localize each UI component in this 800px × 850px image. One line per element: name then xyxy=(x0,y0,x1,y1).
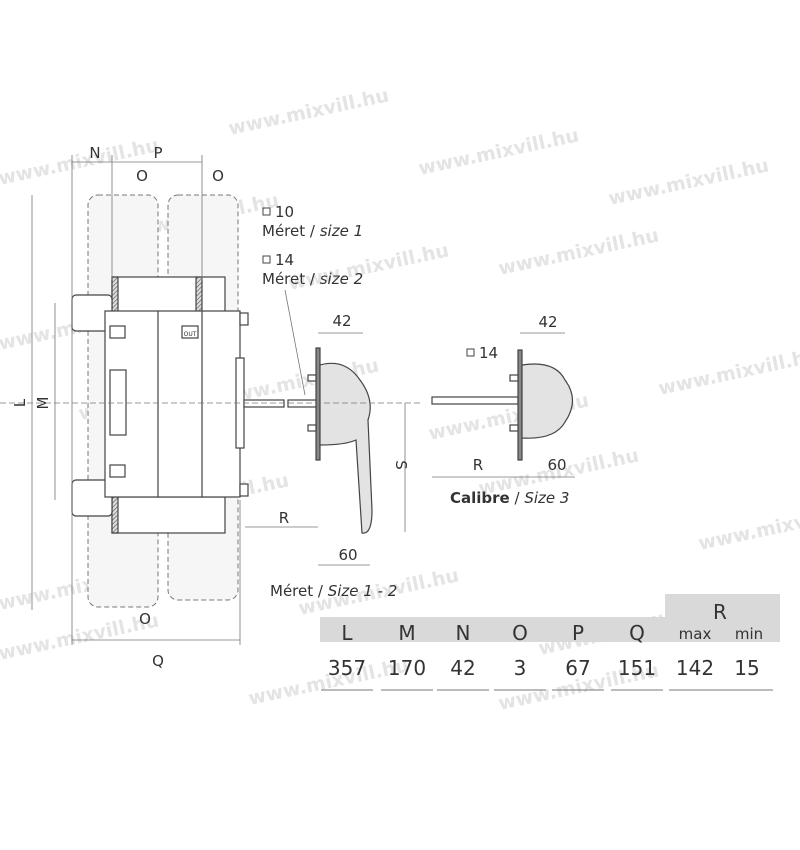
label-s: S xyxy=(392,460,410,470)
table-value: 142 xyxy=(676,656,714,680)
table-value: 357 xyxy=(328,656,366,680)
table-header-r-max: max xyxy=(679,625,712,643)
meret-size-1-2: Méret / Size 1 - 2 xyxy=(270,582,397,600)
table-header: M xyxy=(398,621,415,645)
square-icon xyxy=(466,348,475,357)
label-42-size3: 42 xyxy=(538,313,557,331)
table-value: 15 xyxy=(734,656,759,680)
label-r-size3: R xyxy=(473,456,483,474)
dimension-table: L M N O P Q R max min 357 170 42 3 67 151 142 1… xyxy=(320,594,780,691)
label-o-right: O xyxy=(212,167,224,185)
table-value: 3 xyxy=(514,656,527,680)
label-l: L xyxy=(11,398,29,407)
table-value: 151 xyxy=(618,656,656,680)
knob-size-3 xyxy=(431,349,574,461)
label-p: P xyxy=(153,144,162,162)
calibre-size-3: Calibre / Size 3 xyxy=(450,489,569,507)
label-r: R xyxy=(279,509,289,527)
table-header: O xyxy=(512,621,528,645)
label-o-bottom: O xyxy=(139,610,151,628)
table-header: P xyxy=(572,621,584,645)
table-value: 67 xyxy=(565,656,590,680)
table-header-r: R xyxy=(713,600,727,624)
dimension-lines xyxy=(0,155,575,645)
label-q: Q xyxy=(152,652,164,670)
meret-size-1: Méret / size 1 xyxy=(262,222,363,240)
square-10: 10 xyxy=(275,203,294,221)
square-14-size3: 14 xyxy=(479,344,498,362)
square-icon xyxy=(262,255,271,264)
out-label: OUT xyxy=(184,331,197,338)
watermark: www.mixvill.hu xyxy=(606,154,770,209)
watermark: www.mixvill.hu xyxy=(0,609,161,664)
table-header: N xyxy=(456,621,471,645)
meret-size-2: Méret / size 2 xyxy=(262,270,363,288)
watermark: www.mixvill.hu xyxy=(696,499,800,554)
watermark: www.mixvill.hu xyxy=(656,344,800,399)
label-m: M xyxy=(34,397,52,410)
dimension-labels: N P O O L M O Q R 60 42 S 10 Méret / siz… xyxy=(11,144,569,670)
watermark: www.mixvill.hu xyxy=(416,124,580,179)
table-value: 42 xyxy=(450,656,475,680)
square-icon xyxy=(262,207,271,216)
label-n: N xyxy=(89,144,100,162)
label-60: 60 xyxy=(338,546,357,564)
watermark: www.mixvill.hu xyxy=(496,224,660,279)
table-header: L xyxy=(341,621,353,645)
table-value: 170 xyxy=(388,656,426,680)
table-header-r-min: min xyxy=(735,625,763,643)
square-14: 14 xyxy=(275,251,294,269)
label-60-size3: 60 xyxy=(547,456,566,474)
table-header: Q xyxy=(629,621,645,645)
label-o-left: O xyxy=(136,167,148,185)
handle-size-1-2 xyxy=(243,347,373,534)
label-42: 42 xyxy=(332,312,351,330)
watermark: www.mixvill.hu xyxy=(226,84,390,139)
